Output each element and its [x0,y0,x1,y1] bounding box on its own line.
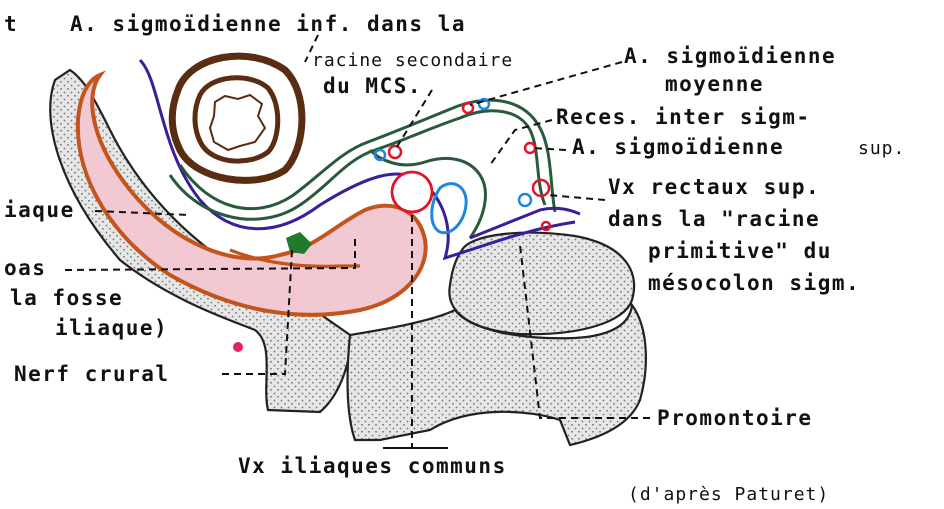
label-promontoire: Promontoire [657,406,813,430]
label-reces: Reces. inter sigm- [556,105,811,129]
label-vx-rectaux-2: dans la "racine [608,207,820,231]
label-sigmoid-sup-2: sup. [858,138,905,159]
common-iliac-vein [432,184,466,233]
label-vx-rectaux-1: Vx rectaux sup. [608,175,820,199]
label-sigmoid-inf: A. sigmoïdienne inf. dans la [70,12,466,36]
label-fragment-t: t [4,12,18,36]
sigmoid-artery-sup [525,143,535,153]
label-iliaque: iaque [4,198,75,222]
sigmoid-artery-inf [389,146,401,158]
label-sigmoid-moy-1: A. sigmoïdienne [624,44,836,68]
common-iliac-artery [392,172,432,212]
label-vx-rectaux-4: mésocolon sigm. [648,271,860,295]
label-psoas-2: la fosse [10,286,123,310]
pink-marker [233,342,243,352]
label-vx-rectaux-3: primitive" du [648,239,832,263]
label-psoas-3: iliaque) [55,316,168,340]
label-racine-secondaire: racine secondaire [312,50,513,71]
label-du-mcs: du MCS. [323,74,422,98]
label-sigmoid-moy-2: moyenne [665,72,764,96]
label-vx-iliaques: Vx iliaques communs [238,454,507,478]
label-credit: (d'après Paturet) [628,484,829,505]
leader-reces [490,120,552,165]
label-sigmoid-sup-1: A. sigmoïdienne [572,135,784,159]
colon-mucosa [195,78,278,161]
rectal-vein [519,194,531,206]
label-nerf-crural: Nerf crural [14,362,170,386]
leader-rectaux [548,195,605,200]
label-psoas-1: oas [4,256,46,280]
